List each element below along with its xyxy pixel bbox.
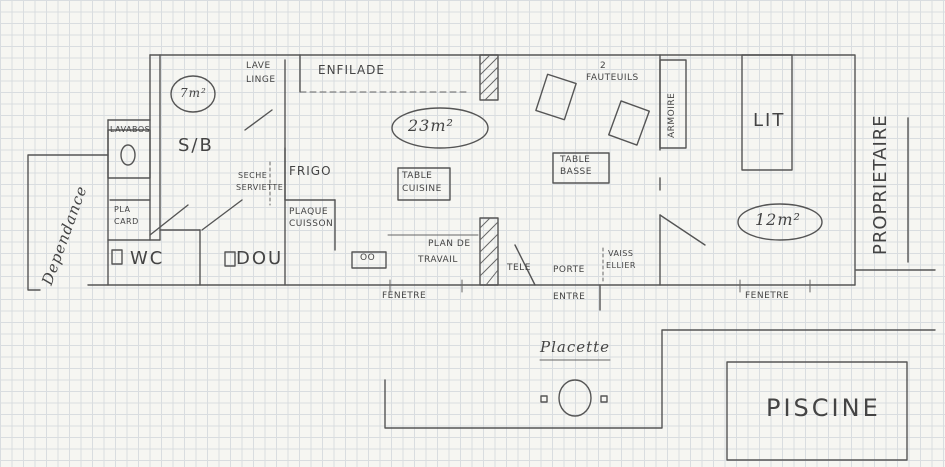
living-area-label: 23m² [408,116,454,135]
douche-label: DOU [236,248,284,269]
vaisselier-label-1: VAISS [608,249,634,258]
enfilade-label: ENFILADE [318,63,385,77]
furniture [107,54,823,311]
lave-linge-label-1: LAVE [246,61,271,71]
piscine-label: PISCINE [766,394,881,422]
table-cuisine-label-1: TABLE [402,171,433,181]
armoire-label: ARMOIRE [667,92,677,138]
table-basse-label-1: TABLE [560,155,591,165]
outdoor-areas [384,329,936,461]
vaisselier-label-2: ELLIER [606,261,636,270]
window-label-1: FENETRE [382,291,427,301]
seche-serviette-label-1: SECHE [238,171,268,180]
tele-label: TELE [507,263,531,273]
dependance-outline [27,154,109,291]
lave-linge-label-2: LINGE [246,75,276,85]
plaque-label-2: CUISSON [289,219,334,229]
bedroom-area-label: 12m² [755,210,801,229]
plaque-label-1: PLAQUE [289,207,329,217]
window-label-2: FENETRE [745,291,790,301]
wc-label: WC [130,248,165,269]
table-basse-label-2: BASSE [560,167,592,177]
hob-marker-label: OO [360,253,376,263]
doors [149,109,706,286]
window-markers [389,279,811,293]
frigo-label: FRIGO [289,164,332,178]
porte-entree-label-2: ENTRE [553,292,586,302]
plan-travail-label-2: TRAVAIL [418,255,458,265]
fauteuils-label: FAUTEUILS [586,73,639,83]
seche-serviette-label-2: SERVIETTE [236,183,284,192]
sb-room-label: S/B [178,135,214,156]
fauteuils-count-label: 2 [600,61,607,71]
porte-entree-label-1: PORTE [553,265,585,275]
hatched-pillars [479,54,499,286]
sb-area-label: 7m² [180,86,207,100]
placette-label: Placette [540,338,611,356]
table-cuisine-label-2: CUISINE [402,184,442,194]
placard-label-1: PLA [114,205,131,214]
proprietaire-label: PROPRIETAIRE [870,114,891,255]
plan-travail-label-1: PLAN DE [428,239,471,249]
lit-label: LIT [753,110,786,131]
lavabos-label: LAVABOS [110,125,151,134]
placard-label-2: CARD [114,217,139,226]
